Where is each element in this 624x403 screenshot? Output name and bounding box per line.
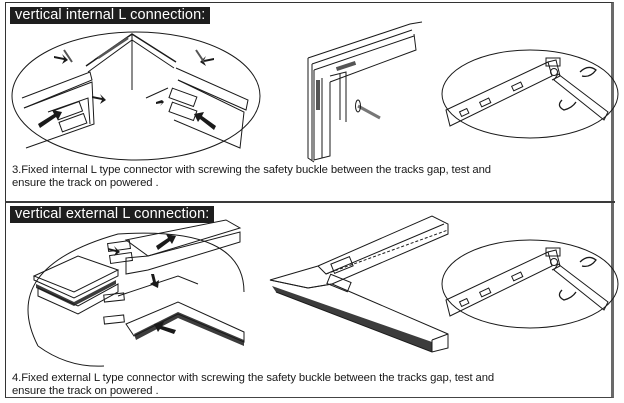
arrow-icon [194, 112, 216, 130]
rotate-arrow-icon [580, 67, 596, 76]
arrow-icon [154, 322, 176, 334]
rotate-arrow-icon [580, 257, 596, 266]
magnifier-ellipse [28, 233, 244, 346]
section-heading-internal: vertical internal L connection: [10, 7, 211, 24]
safety-buckle-screwing-illustration [440, 40, 618, 140]
step-3-caption: 3.Fixed internal L type connector with s… [12, 164, 572, 190]
arrow-icon [92, 94, 106, 104]
internal-connector-closeup-illustration [8, 28, 264, 164]
section-heading-external: vertical external L connection: [10, 206, 215, 223]
section-divider [5, 201, 615, 203]
safety-buckle-screwing-illustration [440, 230, 618, 330]
instruction-frame [5, 2, 614, 398]
vertical-internal-corner-illustration [300, 20, 425, 165]
arrow-icon [54, 54, 68, 64]
arrow-icon [156, 234, 176, 250]
magnifier-ellipse [442, 240, 618, 328]
screw-head-icon [551, 69, 558, 76]
arrow-icon [38, 110, 62, 128]
arrow-icon [108, 246, 120, 256]
caption-line: ensure the track on powered . [12, 385, 159, 398]
magnifier-ellipse [12, 32, 260, 160]
arrow-icon [200, 56, 214, 66]
screw-icon [196, 50, 204, 62]
push-arrows [38, 54, 216, 130]
magnifier-ellipse [442, 50, 618, 138]
arrow-icon [156, 98, 164, 106]
screw-head-icon [551, 259, 558, 266]
push-arrows [108, 234, 176, 334]
caption-line: ensure the track on powered . [12, 177, 159, 190]
rotate-arrow-icon [559, 290, 576, 300]
external-connector-closeup-illustration [8, 228, 244, 368]
rotate-arrow-icon [559, 100, 576, 110]
rotate-arrows [559, 257, 596, 300]
screws [64, 50, 204, 62]
arrow-icon [150, 274, 159, 288]
caption-line: 4.Fixed external L type connector with s… [12, 372, 495, 384]
screw-icon [64, 50, 72, 62]
step-4-caption: 4.Fixed external L type connector with s… [12, 372, 572, 398]
rotate-arrows [559, 67, 596, 110]
vertical-external-corner-illustration [268, 212, 453, 360]
caption-line: 3.Fixed internal L type connector with s… [12, 164, 491, 176]
